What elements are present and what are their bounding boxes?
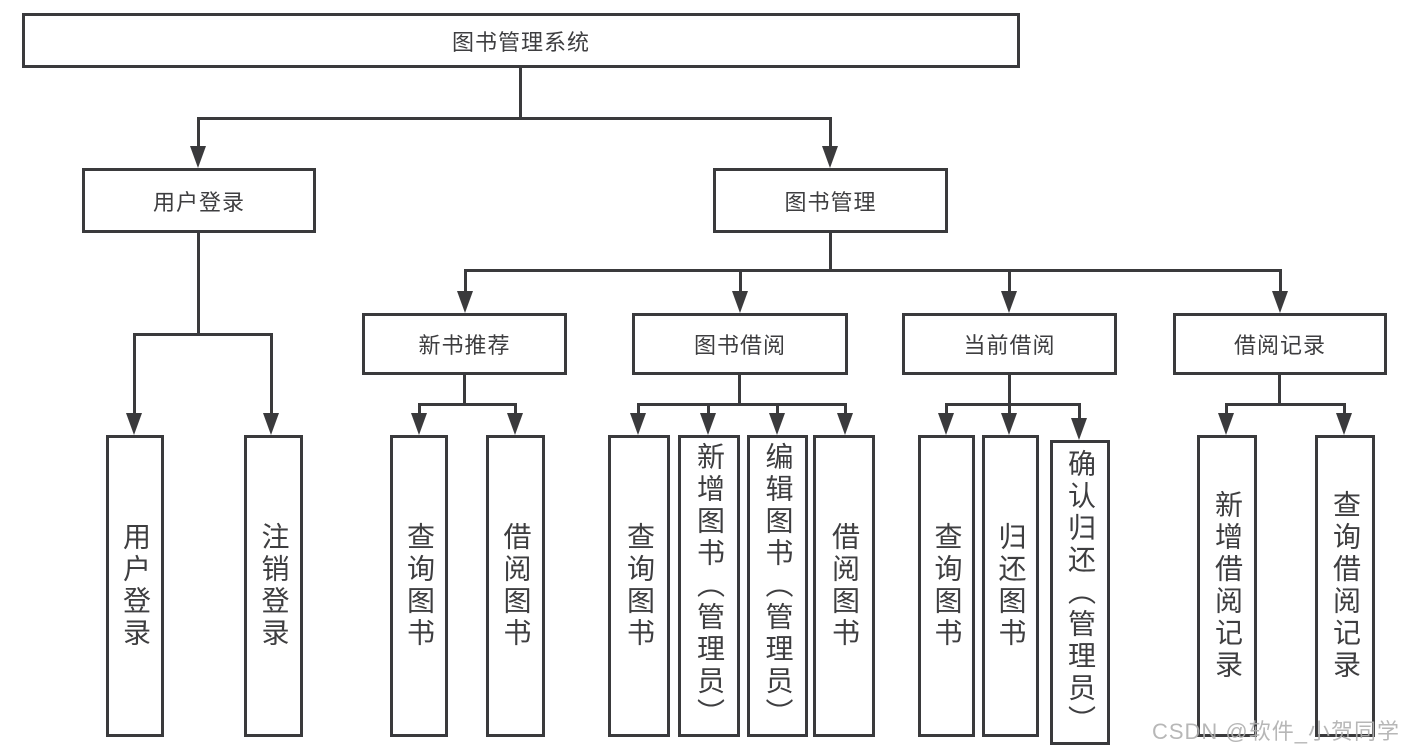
csdn-watermark: CSDN @软件_小贺同学 [1151, 719, 1400, 744]
arrowhead-recommend-query [411, 413, 427, 435]
leaf-borrow-book-label: 借阅图书 [829, 522, 860, 650]
connector-to-leaf-return-book [1008, 403, 1011, 413]
connector-to-leaf-current-query [945, 403, 948, 413]
connector-current-borrow-hline [945, 403, 1081, 406]
node-new-book-recommend-label: 新书推荐 [418, 333, 511, 358]
arrowhead-book-borrow [732, 291, 748, 313]
node-user-login: 用户登录 [82, 168, 316, 233]
connector-to-leaf-logout [270, 333, 273, 413]
leaf-edit-book-admin-label: 编辑图书（管理员） [762, 442, 794, 730]
leaf-recommend-query-book-label: 查询图书 [404, 522, 435, 650]
arrowhead-add-book [700, 413, 716, 435]
leaf-edit-book-admin: 编辑图书（管理员） [747, 435, 808, 737]
connector-book-management-hline [464, 269, 1282, 272]
arrowhead-query-record [1336, 413, 1352, 435]
connector-to-leaf-query-record [1343, 403, 1346, 413]
leaf-confirm-return-admin-label: 确认归还（管理员） [1065, 448, 1096, 737]
connector-to-leaf-user-login [133, 333, 136, 413]
node-root: 图书管理系统 [22, 13, 1020, 68]
connector-new-book-hline [418, 403, 517, 406]
leaf-recommend-borrow-book: 借阅图书 [486, 435, 545, 737]
arrowhead-user-login [190, 146, 206, 168]
connector-user-login-hline [133, 333, 273, 336]
connector-to-current-borrow [1008, 269, 1011, 291]
connector-to-new-book-recommend [464, 269, 467, 291]
connector-borrow-records-hline [1225, 403, 1345, 406]
node-borrow-records: 借阅记录 [1173, 313, 1387, 375]
arrowhead-add-record [1218, 413, 1234, 435]
leaf-return-book-label: 归还图书 [995, 522, 1027, 650]
arrowhead-confirm-return [1071, 418, 1087, 440]
connector-book-management-stem [829, 233, 832, 272]
arrowhead-leaf-logout [263, 413, 279, 435]
leaf-logout: 注销登录 [244, 435, 303, 737]
node-new-book-recommend: 新书推荐 [362, 313, 567, 375]
arrowhead-edit-book [769, 413, 785, 435]
connector-user-login-stem [197, 233, 200, 335]
connector-to-leaf-add-record [1225, 403, 1228, 413]
arrowhead-borrow-query [630, 413, 646, 435]
leaf-recommend-query-book: 查询图书 [390, 435, 448, 737]
connector-root-hline [197, 117, 832, 120]
leaf-return-book: 归还图书 [982, 435, 1039, 737]
node-user-login-label: 用户登录 [152, 189, 245, 215]
connector-to-borrow-records [1279, 269, 1282, 291]
leaf-borrow-query-book: 查询图书 [608, 435, 670, 737]
leaf-add-borrow-record-label: 新增借阅记录 [1212, 490, 1243, 682]
arrowhead-new-book-recommend [457, 291, 473, 313]
node-book-management-label: 图书管理 [784, 189, 877, 215]
connector-to-leaf-add-book [707, 403, 710, 413]
arrowhead-borrow-book [837, 413, 853, 435]
node-book-borrow: 图书借阅 [632, 313, 848, 375]
arrowhead-leaf-user-login [126, 413, 142, 435]
connector-to-leaf-edit-book [776, 403, 779, 413]
leaf-add-book-admin-label: 新增图书（管理员） [694, 442, 725, 730]
arrowhead-borrow-records [1272, 291, 1288, 313]
node-root-label: 图书管理系统 [451, 29, 590, 55]
leaf-confirm-return-admin: 确认归还（管理员） [1050, 440, 1110, 745]
node-borrow-records-label: 借阅记录 [1233, 333, 1326, 358]
connector-root-to-user-login [197, 117, 200, 147]
arrowhead-book-management [822, 146, 838, 168]
connector-book-borrow-stem [738, 375, 741, 406]
leaf-add-borrow-record: 新增借阅记录 [1197, 435, 1257, 737]
arrowhead-current-query [938, 413, 954, 435]
node-current-borrow: 当前借阅 [902, 313, 1117, 375]
connector-to-leaf-borrow-book [844, 403, 847, 413]
connector-current-borrow-stem [1008, 375, 1011, 406]
leaf-current-query-book: 查询图书 [918, 435, 975, 737]
leaf-add-book-admin: 新增图书（管理员） [678, 435, 740, 737]
leaf-user-login: 用户登录 [106, 435, 164, 737]
arrowhead-recommend-borrow [507, 413, 523, 435]
leaf-current-query-book-label: 查询图书 [931, 522, 963, 650]
connector-to-book-borrow [739, 269, 742, 291]
node-book-borrow-label: 图书借阅 [693, 333, 786, 358]
leaf-query-borrow-record-label: 查询借阅记录 [1330, 490, 1361, 682]
node-current-borrow-label: 当前借阅 [963, 333, 1056, 358]
connector-borrow-records-stem [1278, 375, 1281, 406]
connector-root-to-book-management [829, 117, 832, 147]
leaf-borrow-book: 借阅图书 [813, 435, 875, 737]
leaf-user-login-label: 用户登录 [120, 522, 151, 650]
connector-to-leaf-borrow-query [637, 403, 640, 413]
leaf-recommend-borrow-book-label: 借阅图书 [500, 522, 532, 650]
connector-to-leaf-confirm-return [1078, 403, 1081, 418]
connector-root-stem [519, 68, 522, 120]
leaf-logout-label: 注销登录 [258, 522, 290, 650]
node-book-management: 图书管理 [713, 168, 948, 233]
connector-book-borrow-hline [637, 403, 847, 406]
arrowhead-return-book [1001, 413, 1017, 435]
connector-to-leaf-recommend-query [418, 403, 421, 413]
connector-to-leaf-recommend-borrow [514, 403, 517, 413]
leaf-borrow-query-book-label: 查询图书 [624, 522, 655, 650]
leaf-query-borrow-record: 查询借阅记录 [1315, 435, 1375, 737]
arrowhead-current-borrow [1001, 291, 1017, 313]
connector-new-book-stem [463, 375, 466, 406]
